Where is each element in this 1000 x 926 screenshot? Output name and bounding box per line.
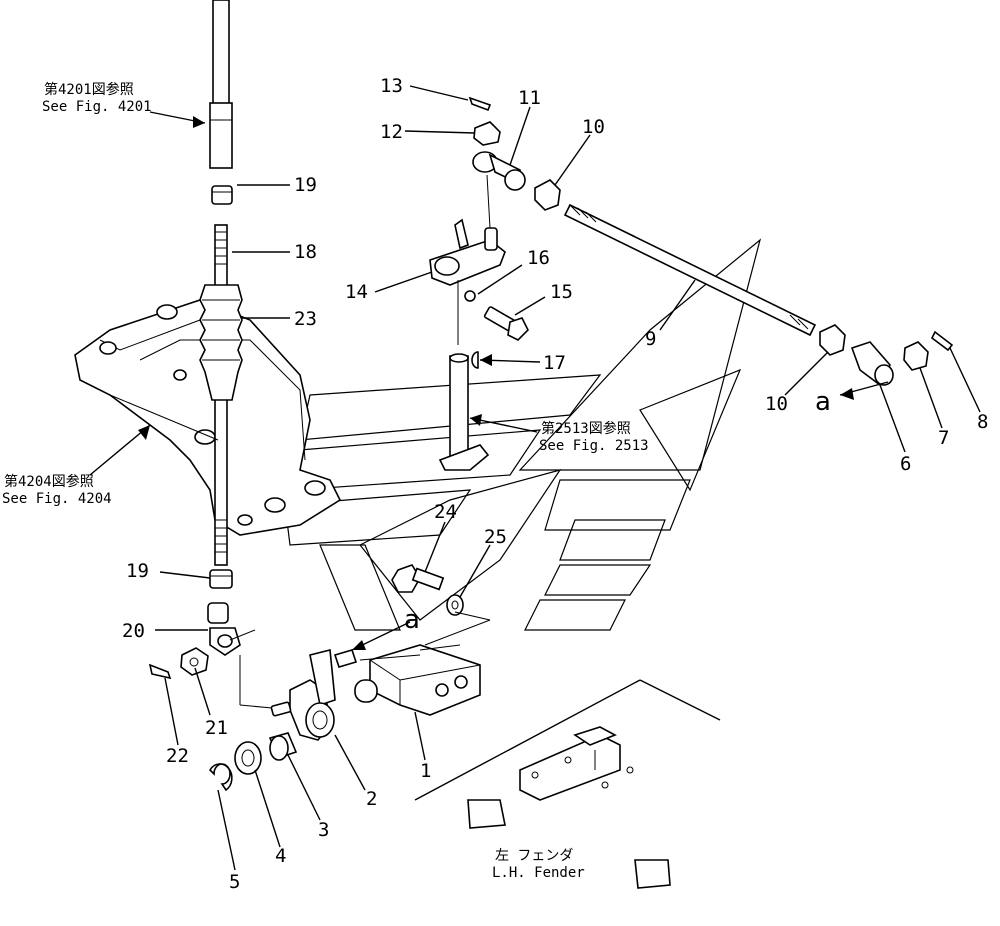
part-number: 4 xyxy=(275,845,286,867)
part-number: 13 xyxy=(380,75,403,97)
lever-2 xyxy=(270,648,358,741)
part-number: 14 xyxy=(345,281,368,303)
nut-12 xyxy=(473,121,501,146)
part-number: 6 xyxy=(900,453,911,475)
cotter-pin-8 xyxy=(930,330,954,352)
bolt-15 xyxy=(483,306,529,341)
bolt-24 xyxy=(391,564,445,593)
fender-lh xyxy=(414,679,721,889)
bushing-3 xyxy=(268,732,298,761)
shaft xyxy=(438,280,490,471)
cotter-pin-22 xyxy=(148,663,172,680)
part-number: 16 xyxy=(527,247,550,269)
part-number: 22 xyxy=(166,745,189,767)
part-number: 8 xyxy=(977,411,988,433)
part-number: 3 xyxy=(318,819,329,841)
leader-lines xyxy=(89,85,981,871)
boot-23 xyxy=(199,284,243,401)
ref-2513-jp: 第2513図参照 xyxy=(541,420,631,437)
ref-2513-en: See Fig. 2513 xyxy=(539,438,649,454)
part-number: 5 xyxy=(229,871,240,893)
rod-9 xyxy=(563,203,817,337)
part-number: 1 xyxy=(420,760,431,782)
part-number: 12 xyxy=(380,121,403,143)
bracket-plate xyxy=(74,299,342,536)
key-17 xyxy=(471,351,479,369)
part-number: 17 xyxy=(543,352,566,374)
part-number: 11 xyxy=(518,87,541,109)
rod-end-11 xyxy=(472,151,526,229)
part-number: 19 xyxy=(126,560,149,582)
part-number: 18 xyxy=(294,241,317,263)
part-number: 15 xyxy=(550,281,573,303)
ref-4201-jp: 第4201図参照 xyxy=(44,81,134,98)
fender-label-en: L.H. Fender xyxy=(492,865,585,881)
part-number: 2 xyxy=(366,788,377,810)
part-number: 21 xyxy=(205,717,228,739)
ref-4201-en: See Fig. 4201 xyxy=(42,99,152,115)
part-number: 10 xyxy=(765,393,788,415)
part-number-labels: 1 2 3 4 5 6 7 8 9 10 10 11 12 13 14 15 1… xyxy=(122,75,988,893)
rod-end-20 xyxy=(207,602,241,656)
part-number: 19 xyxy=(294,174,317,196)
part-number: 25 xyxy=(484,526,507,548)
view-mark-a-left: a xyxy=(404,605,420,635)
lever-14 xyxy=(429,218,506,302)
nut-21 xyxy=(180,647,209,676)
part-number: 7 xyxy=(938,427,949,449)
part-number: 10 xyxy=(582,116,605,138)
nut-19-top xyxy=(211,185,233,205)
fender-label-jp: 左 フェンダ xyxy=(495,848,573,864)
washer-25 xyxy=(446,594,464,616)
nut-10-left xyxy=(534,179,561,211)
nut-19-bottom xyxy=(209,569,233,589)
part-number: 20 xyxy=(122,620,145,642)
ref-4204-jp: 第4204図参照 xyxy=(4,473,94,490)
nut-10-right xyxy=(819,324,846,356)
part-number: 23 xyxy=(294,308,317,330)
nut-7 xyxy=(903,341,929,371)
view-mark-a-right: a xyxy=(815,387,831,417)
upper-rod xyxy=(209,0,233,169)
snap-ring-5 xyxy=(208,763,233,792)
washer-4 xyxy=(234,741,262,775)
ref-4204-en: See Fig. 4204 xyxy=(2,491,112,507)
rod-end-6 xyxy=(850,341,894,387)
part-number: 9 xyxy=(645,328,656,350)
cotter-pin-13 xyxy=(468,96,492,112)
part-number: 24 xyxy=(434,501,457,523)
